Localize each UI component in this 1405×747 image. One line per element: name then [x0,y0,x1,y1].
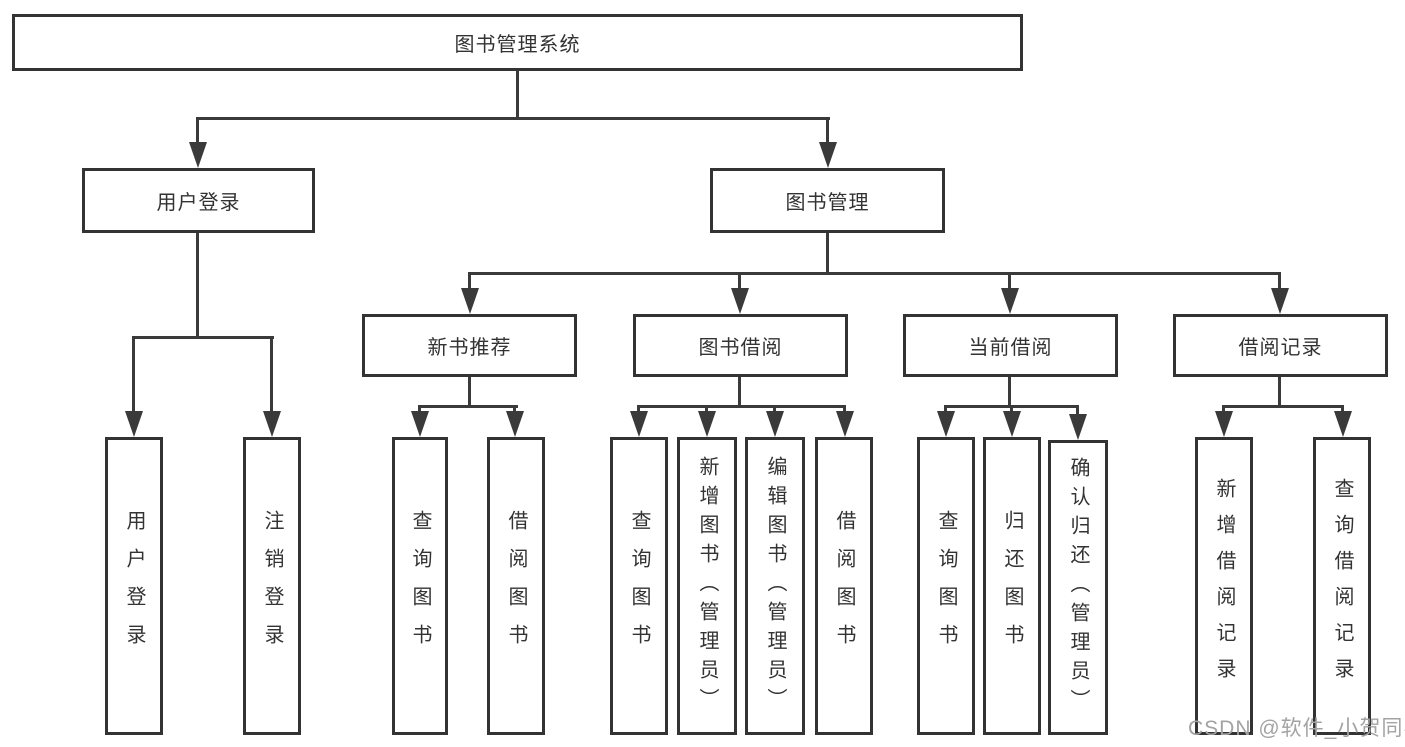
connector-line [738,377,741,407]
arrow-down-icon [506,411,524,437]
arrow-down-icon [461,288,479,314]
connector-line [132,336,135,412]
arrow-down-icon [630,411,648,437]
connector-line [738,272,741,292]
connector-line [637,405,640,415]
connector-line [944,405,947,415]
node-edit-books-admin: 编辑图书（管理员） [745,437,805,735]
connector-line [1222,405,1344,408]
arrow-down-icon [937,411,955,437]
arrow-down-icon [263,411,281,437]
connector-line [418,405,518,408]
node-user-login-branch: 用户登录 [82,168,315,233]
node-query-books-current: 查询图书 [917,437,975,735]
arrow-down-icon [819,142,837,168]
connector-line [1278,272,1281,292]
arrow-down-icon [1271,288,1289,314]
connector-line [826,117,829,145]
connector-line [468,377,471,407]
connector-line [468,272,1281,275]
connector-line [1341,405,1344,415]
connector-line [705,405,708,415]
node-return-books: 归还图书 [983,437,1041,735]
arrow-down-icon [1003,411,1021,437]
arrow-down-icon [836,411,854,437]
connector-line [1278,377,1281,407]
node-borrow-books-recommend: 借阅图书 [487,437,545,735]
connector-line [843,405,846,415]
connector-line [516,70,519,118]
connector-line [270,336,273,412]
node-borrow-books-leaf: 借阅图书 [815,437,873,735]
node-add-borrow-record: 新增借阅记录 [1195,437,1253,735]
arrow-down-icon [1069,414,1087,440]
connector-line [196,233,199,337]
node-book-borrow: 图书借阅 [633,314,848,377]
node-current-borrow: 当前借阅 [903,314,1118,377]
arrow-down-icon [766,411,784,437]
connector-line [1222,405,1225,415]
connector-line [196,117,830,120]
node-query-books-borrow: 查询图书 [610,437,668,735]
arrow-down-icon [1334,411,1352,437]
arrow-down-icon [1215,411,1233,437]
connector-line [773,405,776,415]
connector-line [826,233,829,275]
connector-line [1076,405,1079,415]
arrow-down-icon [731,288,749,314]
connector-line [637,405,846,408]
connector-line [468,272,471,292]
connector-line [1008,377,1011,407]
node-confirm-return-admin: 确认归还（管理员） [1048,440,1108,735]
node-user-login-leaf: 用户登录 [105,437,163,735]
node-add-books-admin: 新增图书（管理员） [677,437,737,735]
connector-line [1010,405,1013,415]
arrow-down-icon [189,142,207,168]
connector-line [513,405,516,415]
arrow-down-icon [698,411,716,437]
node-library-system: 图书管理系统 [12,14,1023,71]
connector-line [132,336,274,339]
node-query-books-recommend: 查询图书 [392,437,448,735]
node-book-management: 图书管理 [710,168,945,233]
connector-line [196,117,199,145]
arrow-down-icon [1001,288,1019,314]
arrow-down-icon [125,411,143,437]
node-borrow-records: 借阅记录 [1173,314,1388,377]
arrow-down-icon [411,411,429,437]
connector-line [1008,272,1011,292]
node-logout-leaf: 注销登录 [243,437,301,735]
node-new-book-recommend: 新书推荐 [362,314,577,377]
watermark: CSDN @软件_小贺同学 [1188,717,1405,740]
connector-line [418,405,421,415]
node-query-borrow-record: 查询借阅记录 [1313,437,1371,735]
